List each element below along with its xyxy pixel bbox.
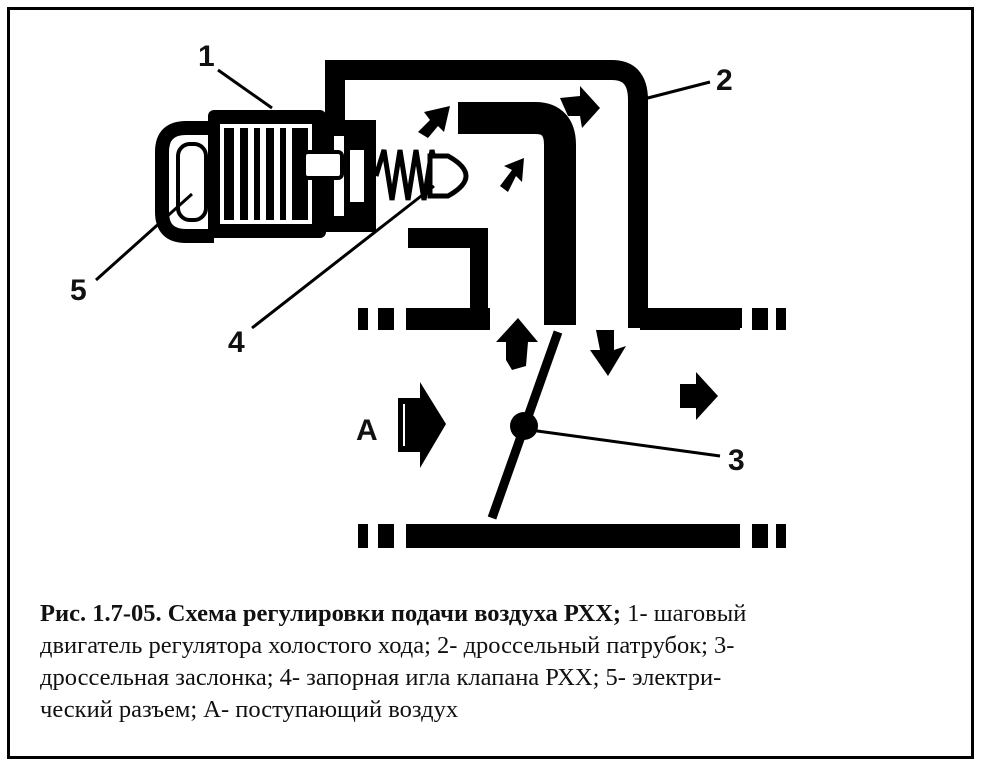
electrical-connector [155, 121, 214, 243]
upper-pipe-wall-right [640, 308, 740, 330]
stepper-motor [208, 110, 376, 238]
callout-1: 1 [198, 40, 215, 73]
upper-pipe-dash-4 [776, 308, 786, 330]
leader-line-4 [251, 184, 435, 330]
flow-arrow-bypass-up [496, 318, 538, 370]
upper-pipe-dash-3 [752, 308, 768, 330]
caption-line-1-rest: 1- шаговый [621, 600, 747, 627]
flow-arrow-channel-up-1 [418, 106, 450, 138]
throttle-valve-axis [510, 412, 538, 440]
figure-caption: Рис. 1.7-05. Схема регулировки подачи во… [40, 598, 965, 726]
upper-pipe-dash-2 [378, 308, 394, 330]
connector-inner [176, 142, 208, 222]
caption-line-4: ческий разъем; А- поступающий воздух [40, 696, 459, 723]
leader-line-5 [94, 192, 194, 282]
callout-3: 3 [728, 444, 745, 477]
lower-pipe-dash-2 [378, 524, 394, 548]
caption-line-1: Рис. 1.7-05. Схема регулировки подачи во… [40, 598, 965, 630]
callout-5: 5 [70, 274, 87, 307]
shutoff-needle [427, 153, 469, 199]
flow-arrow-inlet-a [398, 382, 446, 468]
flow-arrow-channel-up-2 [500, 158, 524, 192]
caption-line-2: двигатель регулятора холостого хода; 2- … [40, 632, 735, 659]
leader-line-1 [217, 68, 273, 110]
leader-line-3 [529, 428, 721, 458]
upper-pipe-dash-1 [358, 308, 368, 330]
callout-a: A [356, 414, 378, 447]
caption-lead: Рис. 1.7-05. Схема регулировки подачи во… [40, 600, 622, 627]
caption-line-3: дроссельная заслонка; 4- запорная игла к… [40, 664, 722, 691]
callout-4: 4 [228, 326, 245, 359]
throttle-body-channel [325, 60, 742, 328]
idle-air-control-diagram: 1 2 3 4 5 A [70, 40, 786, 548]
lower-pipe-dash-1 [358, 524, 368, 548]
lower-pipe-wall [406, 524, 740, 548]
lower-pipe-dash-4 [776, 524, 786, 548]
leader-line-2 [639, 80, 711, 102]
lower-pipe-dash-3 [752, 524, 768, 548]
flow-arrow-outlet [680, 372, 718, 420]
callout-2: 2 [716, 64, 733, 97]
flow-arrow-channel-right [560, 86, 600, 128]
upper-pipe-wall-left [406, 308, 490, 330]
flow-arrow-bypass-down [590, 330, 626, 376]
bypass-channel-inner-wall [458, 102, 576, 325]
